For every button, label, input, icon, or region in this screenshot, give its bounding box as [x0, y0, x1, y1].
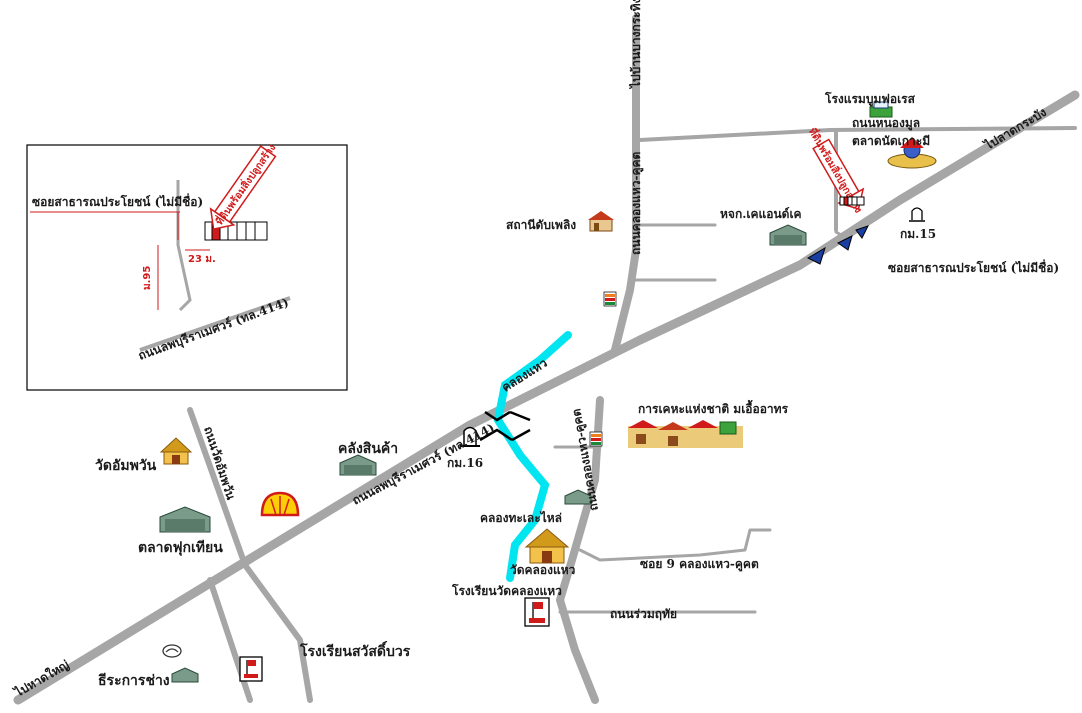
- label-canal-lad-ya: คลองทะเละไหล่: [480, 510, 562, 525]
- school-icon: [239, 656, 263, 682]
- school-icon: [524, 597, 550, 627]
- warehouse-icon: [769, 224, 807, 246]
- road-north-south-lower: [556, 396, 604, 704]
- seven-eleven-icon: [603, 291, 617, 307]
- inset-border: [26, 144, 348, 391]
- label-km16: กม.16: [447, 456, 483, 470]
- warehouse-icon: [339, 454, 377, 476]
- label-market-phukthien: ตลาดฟุกเทียน: [138, 540, 223, 556]
- road-west-lower: [207, 577, 253, 703]
- shell-icon: [260, 491, 300, 517]
- inset-dist-b: ม.95: [142, 266, 153, 290]
- housing-estate-icon: [628, 420, 743, 448]
- road-north-south-upper: [611, 14, 640, 354]
- label-mazda: ธีระการช่าง: [98, 673, 170, 689]
- fire-station-icon: [588, 211, 614, 232]
- km-post-icon: [460, 426, 480, 447]
- label-housing: การเคหะแห่งชาติ มเอื้ออาทร: [638, 399, 789, 416]
- label-soi-public: ซอยสาธารณประโยชน์ (ไม่มีชื่อ): [888, 259, 1059, 275]
- label-temple-khlong-kaeo: วัดคลองแหว: [510, 563, 576, 577]
- label-market-chatchai: ตลาดนัดเกาะมี: [852, 134, 930, 148]
- label-school-sawat: โรงเรียนสวัสดิ์บวร: [299, 640, 411, 660]
- seven-eleven-icon: [589, 431, 603, 447]
- warehouse-icon: [159, 506, 211, 533]
- label-soi-9: ซอย 9 คลองแหว-คูคต: [640, 557, 759, 572]
- road-soi-9: [578, 528, 772, 562]
- label-to-songkhla: ไปหาดใหญ่: [10, 657, 71, 701]
- mazda-logo-icon: [162, 644, 182, 658]
- temple-icon: [159, 437, 193, 465]
- label-hp-partner: หจก.เคแอนด์เค: [720, 207, 802, 221]
- warehouse-icon: [171, 667, 199, 683]
- inset-soi-label: ซอยสาธารณประโยชน์ (ไม่มีชื่อ): [32, 193, 203, 209]
- road-soi-public: [834, 198, 852, 242]
- label-school-wat: โรงเรียนวัดคลองแหว: [451, 583, 562, 598]
- label-road-nong-mun: ถนนหนองมูล: [852, 116, 920, 131]
- temple-icon: [524, 528, 570, 564]
- site-plot-icon: [839, 196, 865, 206]
- inset-map: ที่ดินพร้อมสิ่งปลูกสร้าง ซอยสาธารณประโยช…: [26, 141, 348, 391]
- label-hotel: โรงแรมบูมฟอเรส: [824, 91, 916, 107]
- label-road-khlong-kaeo-north: ถนนคลองแหว-คูคต: [629, 151, 644, 255]
- label-km15: กม.15: [900, 227, 936, 241]
- warehouse-icon: [564, 489, 592, 505]
- inset-dist-a: 23 ม.: [188, 254, 216, 265]
- label-temple-ampawan: วัดอัมพวัน: [95, 458, 157, 474]
- label-to-bang-kra-thing: ไปบ้านบางกระทิง: [628, 0, 643, 90]
- market-icon: [887, 137, 937, 169]
- label-fire-station: สถานีดับเพลิง: [506, 218, 576, 232]
- road-wat-ampawan: [187, 407, 313, 703]
- direction-arrow-icon: [806, 225, 869, 265]
- canal-khlong-kaeo: [493, 331, 572, 582]
- bridge-icon: [479, 410, 531, 442]
- hotel-icon: [869, 101, 893, 118]
- km-post-icon: [909, 207, 925, 222]
- main-highway: [13, 90, 1080, 705]
- label-road-ruam: ถนนร่วมฤทัย: [610, 607, 677, 621]
- label-warehouse: คลังสินค้า: [338, 441, 398, 457]
- road-nong-mun: [638, 126, 1077, 142]
